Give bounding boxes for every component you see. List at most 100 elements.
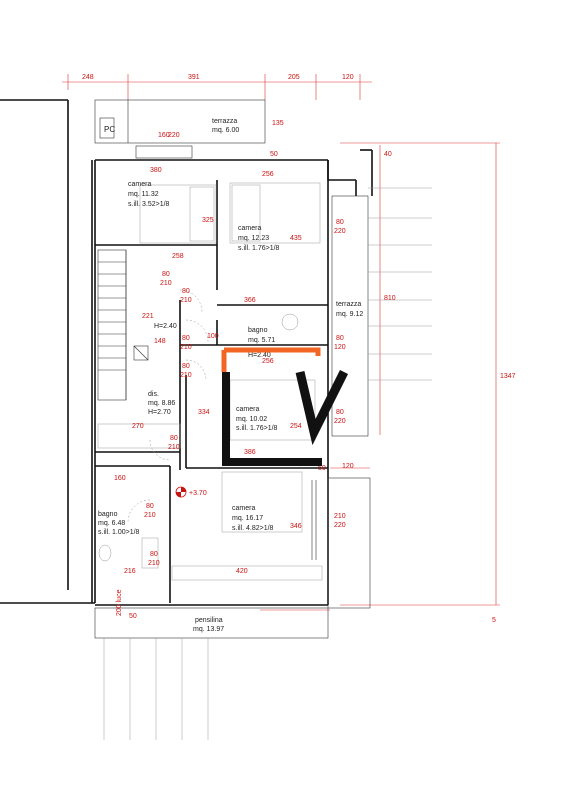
interior-walls xyxy=(95,180,328,603)
dim-221: 221 xyxy=(142,313,154,320)
camera1-sill: s.ill. 3.52>1/8 xyxy=(128,201,170,208)
dim-160-b: 160 xyxy=(114,475,126,482)
dim-210-c: 210 xyxy=(180,344,192,351)
dim-386: 386 xyxy=(244,449,256,456)
bagno1-height: H=2.40 xyxy=(248,352,271,359)
dim-380: 380 xyxy=(150,167,162,174)
lv-logo xyxy=(221,347,349,466)
door-swings xyxy=(127,289,209,523)
staircase xyxy=(97,249,149,401)
dim-80-c: 80 xyxy=(182,288,190,295)
dim-160-a: 160 xyxy=(158,132,170,139)
dim-80-g: 80 xyxy=(336,409,344,416)
dim-210-f: 210 xyxy=(144,512,156,519)
dim-135: 135 xyxy=(272,120,284,127)
right-dimension-lines xyxy=(260,142,500,611)
dim-80-a: 80 xyxy=(336,219,344,226)
furniture xyxy=(97,182,323,581)
dim-810: 810 xyxy=(384,295,396,302)
dim-80-e: 80 xyxy=(182,335,190,342)
dis-height: H=2.70 xyxy=(148,409,171,416)
camera4-area: mq. 16.17 xyxy=(232,515,263,522)
terrazza-top-name: terrazza xyxy=(212,118,237,125)
dim-210-g: 210 xyxy=(334,513,346,520)
camera4-sill: s.ill. 4.82>1/8 xyxy=(232,525,274,532)
dis-area: mq. 8.86 xyxy=(148,400,175,407)
dim-210-b: 210 xyxy=(180,297,192,304)
dim-270: 270 xyxy=(132,423,144,430)
dim-254: 254 xyxy=(290,423,302,430)
bagno2-sill: s.ill. 1.00>1/8 xyxy=(98,529,140,536)
dim-50-c: 50 xyxy=(129,613,137,620)
pensilina-area: mq. 13.97 xyxy=(193,626,224,633)
top-terrace: PC terrazza mq. 6.00 160 220 135 xyxy=(94,99,284,159)
bagno1-area: mq. 5.71 xyxy=(248,337,275,344)
dim-1347: 1347 xyxy=(500,373,516,380)
dim-120-a: 120 xyxy=(334,344,346,351)
dim-220-c: 220 xyxy=(334,418,346,425)
dim-210-e: 210 xyxy=(168,444,180,451)
pc-label: PC xyxy=(104,125,115,134)
dim-205: 205 xyxy=(288,74,300,81)
dim-256-b: 256 xyxy=(262,358,274,365)
dim-80-b: 80 xyxy=(162,271,170,278)
dim-50-b: 50 xyxy=(318,465,326,472)
dim-80-d: 80 xyxy=(336,335,344,342)
dim-220-d: 220 xyxy=(334,522,346,529)
dis-name: dis. xyxy=(148,391,159,398)
dim-366: 366 xyxy=(244,297,256,304)
room-labels: camera mq. 11.32 s.ill. 3.52>1/8 camera … xyxy=(98,181,363,536)
dim-120-b: 120 xyxy=(342,463,354,470)
outer-walls xyxy=(0,99,373,606)
dim-216: 216 xyxy=(124,568,136,575)
dim-120-top: 120 xyxy=(342,74,354,81)
elevation-marker: +3.70 xyxy=(175,486,207,498)
dim-391: 391 xyxy=(188,74,200,81)
dim-80-j: 80 xyxy=(150,551,158,558)
dim-148: 148 xyxy=(154,338,166,345)
dim-100: 100 xyxy=(207,333,219,340)
dim-346: 346 xyxy=(290,523,302,530)
camera1-area: mq. 11.32 xyxy=(128,191,159,198)
dim-210-h: 210 xyxy=(148,560,160,567)
dimension-labels: 50 256 380 40 325 435 80 220 258 80 210 … xyxy=(114,151,516,624)
dim-80-f: 80 xyxy=(182,363,190,370)
top-dimension-chain: 248 391 205 120 xyxy=(62,74,372,100)
camera2-name: camera xyxy=(238,225,261,232)
dim-210-d: 210 xyxy=(180,372,192,379)
camera2-sill: s.ill. 1.76>1/8 xyxy=(238,245,280,252)
dim-334: 334 xyxy=(198,409,210,416)
dim-420: 420 xyxy=(236,568,248,575)
pensilina: pensilina mq. 13.97 xyxy=(94,607,329,740)
dim-210-a: 210 xyxy=(160,280,172,287)
camera1-name: camera xyxy=(128,181,151,188)
terrazza-right-area: mq. 9.12 xyxy=(336,311,363,318)
bagno2-name: bagno xyxy=(98,511,118,518)
luce-label: 200 luce xyxy=(116,589,123,616)
dim-435: 435 xyxy=(290,235,302,242)
dim-50-a: 50 xyxy=(270,151,278,158)
dim-325: 325 xyxy=(202,217,214,224)
camera2-area: mq. 12.23 xyxy=(238,235,269,242)
h240-left: H=2.40 xyxy=(154,323,177,330)
terrazza-right-name: terrazza xyxy=(336,301,361,308)
elevation-label: +3.70 xyxy=(189,490,207,497)
camera3-sill: s.ill. 1.76>1/8 xyxy=(236,425,278,432)
dim-258: 258 xyxy=(172,253,184,260)
bagno1-name: bagno xyxy=(248,327,268,334)
dim-5: 5 xyxy=(492,617,496,624)
right-terrace xyxy=(311,187,432,609)
dim-248: 248 xyxy=(82,74,94,81)
camera3-name: camera xyxy=(236,406,259,413)
dim-256-a: 256 xyxy=(262,171,274,178)
dim-40: 40 xyxy=(384,151,392,158)
camera4-name: camera xyxy=(232,505,255,512)
pensilina-name: pensilina xyxy=(195,617,223,624)
dim-220-a: 220 xyxy=(168,132,180,139)
dim-80-h: 80 xyxy=(170,435,178,442)
dim-80-i: 80 xyxy=(146,503,154,510)
camera3-area: mq. 10.02 xyxy=(236,416,267,423)
terrazza-top-area: mq. 6.00 xyxy=(212,127,239,134)
dim-220-b: 220 xyxy=(334,228,346,235)
